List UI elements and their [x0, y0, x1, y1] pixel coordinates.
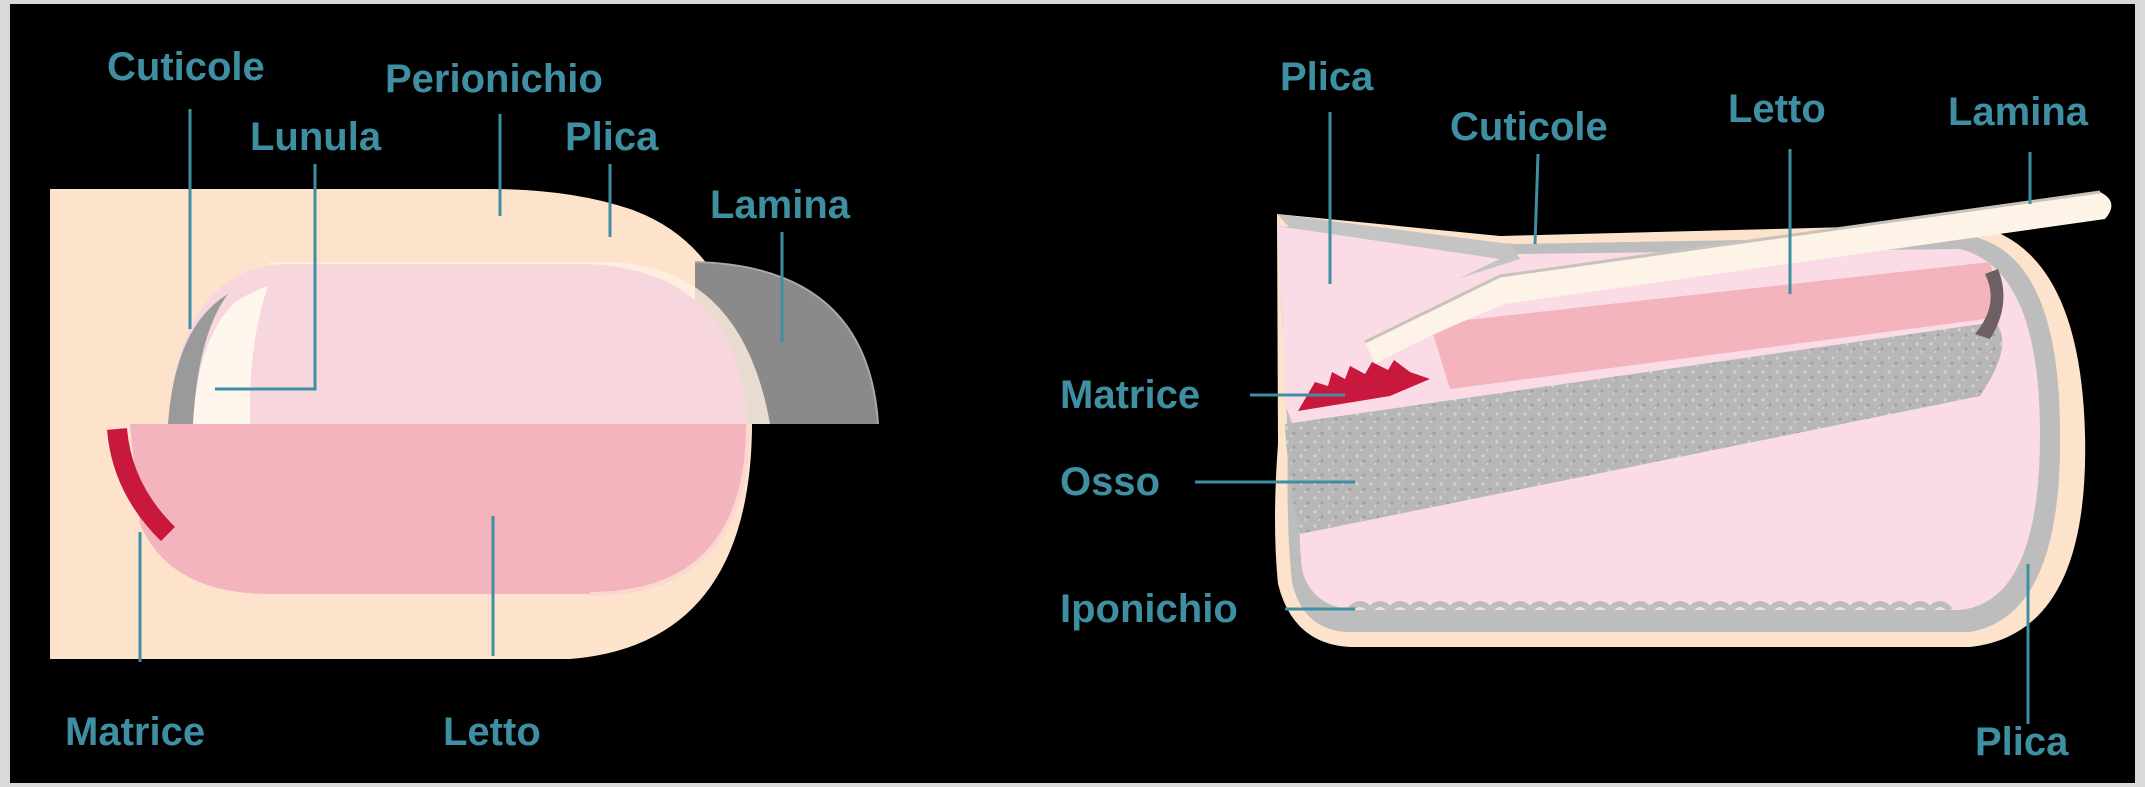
label-plica-top: Plica	[1280, 54, 1373, 100]
label-osso: Osso	[1060, 459, 1160, 505]
nail-plate	[168, 264, 748, 424]
label-matrice-left: Matrice	[65, 709, 205, 755]
label-letto-left: Letto	[443, 709, 541, 755]
label-lamina-right: Lamina	[1948, 89, 2088, 135]
label-plica-bottom: Plica	[1975, 719, 2068, 765]
label-matrice-right: Matrice	[1060, 372, 1200, 418]
label-cuticole-right: Cuticole	[1450, 104, 1608, 150]
label-letto-right: Letto	[1728, 86, 1826, 132]
diagram-canvas: Cuticole Perionichio Lunula Plica Lamina…	[10, 4, 2135, 783]
right-side-view	[1275, 192, 2111, 647]
label-lamina-left: Lamina	[710, 182, 850, 228]
left-top-view	[50, 189, 878, 659]
label-iponichio: Iponichio	[1060, 586, 1238, 632]
label-plica-left: Plica	[565, 114, 658, 160]
label-lunula: Lunula	[250, 114, 381, 160]
nail-bed	[130, 424, 748, 594]
label-cuticole-left: Cuticole	[107, 44, 265, 90]
label-perionichio: Perionichio	[385, 56, 603, 102]
leader-cuticole-right	[1535, 154, 1538, 244]
